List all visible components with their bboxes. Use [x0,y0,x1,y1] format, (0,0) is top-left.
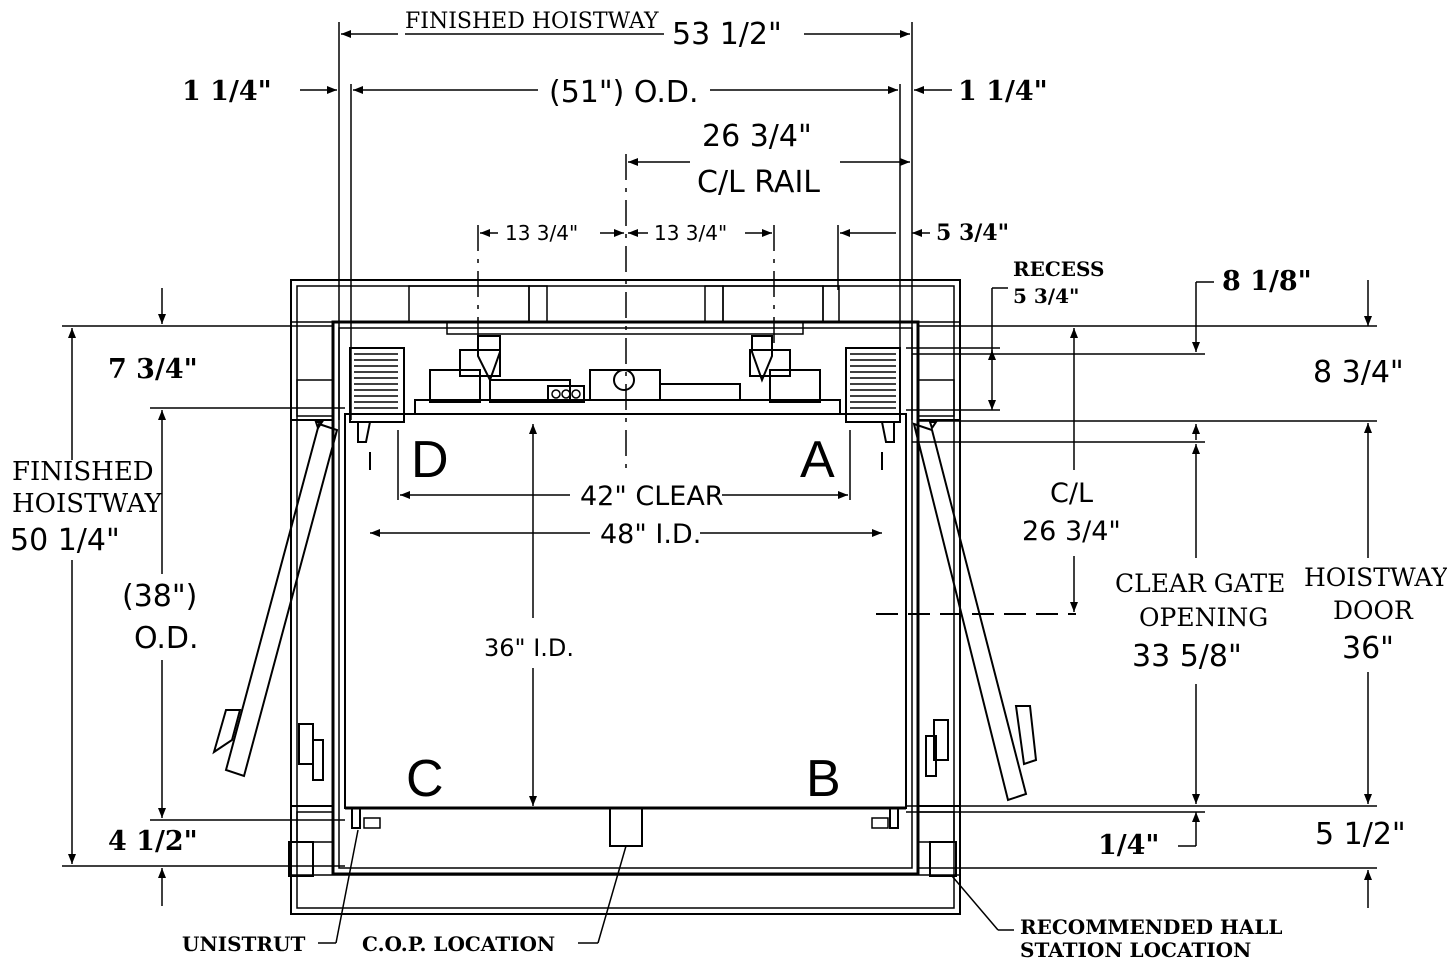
dim-id-width-text: 48" I.D. [600,519,701,550]
dim-od-depth: (38") O.D. [122,410,345,821]
notes: UNISTRUT C.O.P. LOCATION RECOMMENDED HAL… [182,829,1282,961]
dim-8-3-4: 8 3/4" [918,325,1404,422]
vent-grille-right [850,353,896,409]
dim-side-gap-right: 1 1/4" [958,76,1048,107]
dim-side-gap-left: 1 1/4" [182,76,272,107]
rail-machine-area [349,321,901,423]
note-unistrut: UNISTRUT [182,932,305,956]
dim-clear-gate-1: CLEAR GATE [1115,569,1285,598]
dim-recess: RECESS 5 3/4" [906,257,1104,411]
dim-od-width: (51") O.D. 1 1/4" 1 1/4" [182,75,1048,420]
note-cop: C.O.P. LOCATION [362,932,555,956]
corner-c: C [406,750,444,808]
dim-cl-value: 26 3/4" [1022,516,1121,547]
corner-d: D [411,431,449,489]
dim-4-1-2: 4 1/2" [108,826,198,906]
dim-1-4: 1/4" [906,811,1205,861]
note-hall-station-1: RECOMMENDED HALL [1020,915,1282,939]
dim-top-width-value: 53 1/2" [672,17,782,52]
dim-clear-width: 42" CLEAR [397,430,851,512]
dim-id-width: 48" I.D. [370,519,882,550]
bottom-details [351,807,899,847]
dim-hoistway-depth-label-1: FINISHED [12,457,154,487]
dim-rail-offset-value: 26 3/4" [702,119,812,154]
drive-machinery [414,335,841,415]
dim-cl-depth: C/L 26 3/4" [1022,328,1121,612]
dim-8-1-8-text: 8 1/8" [1222,266,1312,297]
corner-labels: D A C B [406,431,841,808]
dim-clear-gate-value: 33 5/8" [1132,639,1242,674]
dim-hoistway-door-1: HOISTWAY [1304,563,1447,592]
dim-hoistway-width: FINISHED HOISTWAY 53 1/2" [338,9,913,420]
dim-hoistway-door: HOISTWAY DOOR 36" [1304,423,1447,804]
dim-rail-offset-label: C/L RAIL [697,165,820,200]
dim-clear-width-text: 42" CLEAR [580,481,724,512]
dim-1-4-text: 1/4" [1098,830,1160,861]
dim-top-width-label: FINISHED HOISTWAY [405,9,659,34]
vent-grille-left [354,353,398,409]
door-jambs [357,421,895,470]
dim-od-width-text: (51") O.D. [549,75,699,110]
corner-a: A [800,431,835,489]
dim-od-depth-2: O.D. [134,621,199,656]
dim-8-3-4-text: 8 3/4" [1313,355,1404,390]
dim-hoistway-door-value: 36" [1342,631,1394,666]
swing-door-left [212,421,339,781]
swing-door-right [912,421,1038,802]
dim-right-5-3-4: 5 3/4" [837,220,1009,290]
dim-od-depth-1: (38") [122,579,197,614]
dim-hoistway-depth: FINISHED HOISTWAY 50 1/4" [10,328,345,867]
dim-rail-right: 13 3/4" [654,221,727,245]
dim-rail-offset: 26 3/4" C/L RAIL [628,119,910,200]
dim-id-depth-text: 36" I.D. [484,634,574,662]
dim-5-1-2: 5 1/2" [918,817,1406,908]
dim-7-3-4: 7 3/4" [62,288,345,409]
framing-blocks [288,285,957,877]
dim-cl-label: C/L [1050,478,1093,509]
dim-rail-spacing: 13 3/4" 13 3/4" [480,221,772,245]
dim-8-1-8: 8 1/8" [912,266,1372,443]
dim-recess-value: 5 3/4" [1013,284,1079,308]
dim-id-depth: 36" I.D. [484,424,574,806]
corner-b: B [806,750,841,808]
dim-7-3-4-text: 7 3/4" [108,354,198,385]
dim-hoistway-depth-value: 50 1/4" [10,523,120,558]
centerlines [477,154,1076,615]
dim-recess-label: RECESS [1013,257,1104,281]
dim-rail-left: 13 3/4" [505,221,578,245]
dim-hoistway-depth-label-2: HOISTWAY [12,489,163,519]
dim-clear-gate: CLEAR GATE OPENING 33 5/8" [906,444,1377,807]
dim-5-1-2-text: 5 1/2" [1315,817,1406,852]
dim-4-1-2-text: 4 1/2" [108,826,198,857]
dim-clear-gate-2: OPENING [1139,603,1268,632]
dim-right-5-3-4-text: 5 3/4" [936,220,1009,246]
note-hall-station-2: STATION LOCATION [1020,938,1251,961]
dim-hoistway-door-2: DOOR [1333,596,1414,625]
